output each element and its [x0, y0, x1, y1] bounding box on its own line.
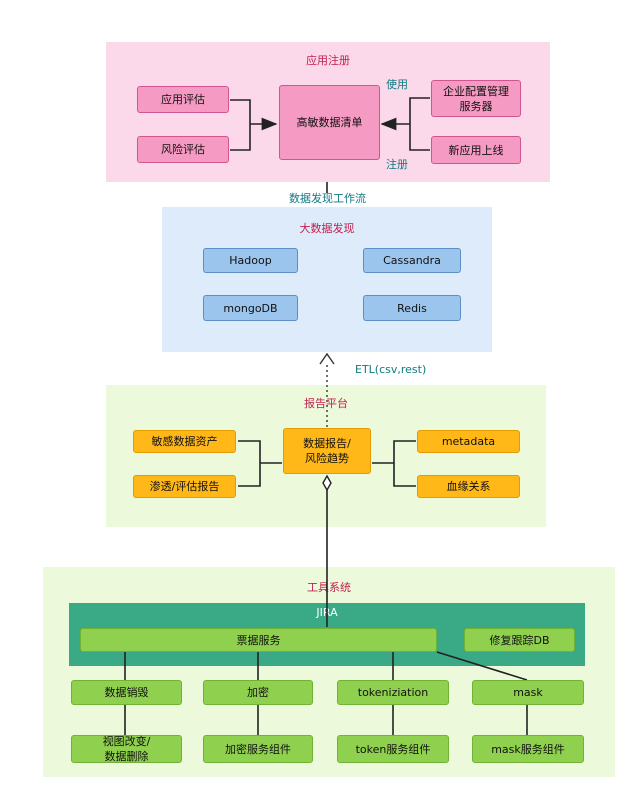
report-platform-title: 报告平台 [304, 397, 348, 410]
register-label: 注册 [386, 158, 408, 171]
cassandra-box: Cassandra [363, 248, 461, 273]
mongodb-box: mongoDB [203, 295, 298, 321]
mask-component-box: mask服务组件 [472, 735, 584, 763]
token-component-box: token服务组件 [337, 735, 449, 763]
tool-system-title: 工具系统 [307, 581, 351, 594]
app-eval-box: 应用评估 [137, 86, 229, 113]
data-report-box: 数据报告/ 风险趋势 [283, 428, 371, 474]
etl-label: ETL(csv,rest) [355, 363, 427, 376]
risk-eval-box: 风险评估 [137, 136, 229, 163]
pentest-report-box: 渗透/评估报告 [133, 475, 236, 498]
use-label: 使用 [386, 78, 408, 91]
new-app-online-box: 新应用上线 [431, 136, 521, 164]
workflow-label: 数据发现工作流 [289, 192, 366, 205]
data-destroy-box: 数据销毁 [71, 680, 182, 705]
enterprise-config-server-box: 企业配置管理 服务器 [431, 80, 521, 117]
fix-tracking-db-box: 修复跟踪DB [464, 628, 575, 652]
view-change-box: 视图改变/ 数据删除 [71, 735, 182, 763]
tokenization-box: tokeniziation [337, 680, 449, 705]
mask-box: mask [472, 680, 584, 705]
big-data-panel: 大数据发现 [162, 207, 492, 352]
metadata-box: metadata [417, 430, 520, 453]
hadoop-box: Hadoop [203, 248, 298, 273]
sensitive-data-inventory-box: 高敏数据清单 [279, 85, 380, 160]
sensitive-assets-box: 敏感数据资产 [133, 430, 236, 453]
ticket-service-box: 票据服务 [80, 628, 437, 652]
encrypt-component-box: 加密服务组件 [203, 735, 313, 763]
big-data-title: 大数据发现 [299, 222, 355, 235]
encrypt-box: 加密 [203, 680, 313, 705]
redis-box: Redis [363, 295, 461, 321]
app-registration-title: 应用注册 [306, 54, 350, 67]
lineage-box: 血缘关系 [417, 475, 520, 498]
